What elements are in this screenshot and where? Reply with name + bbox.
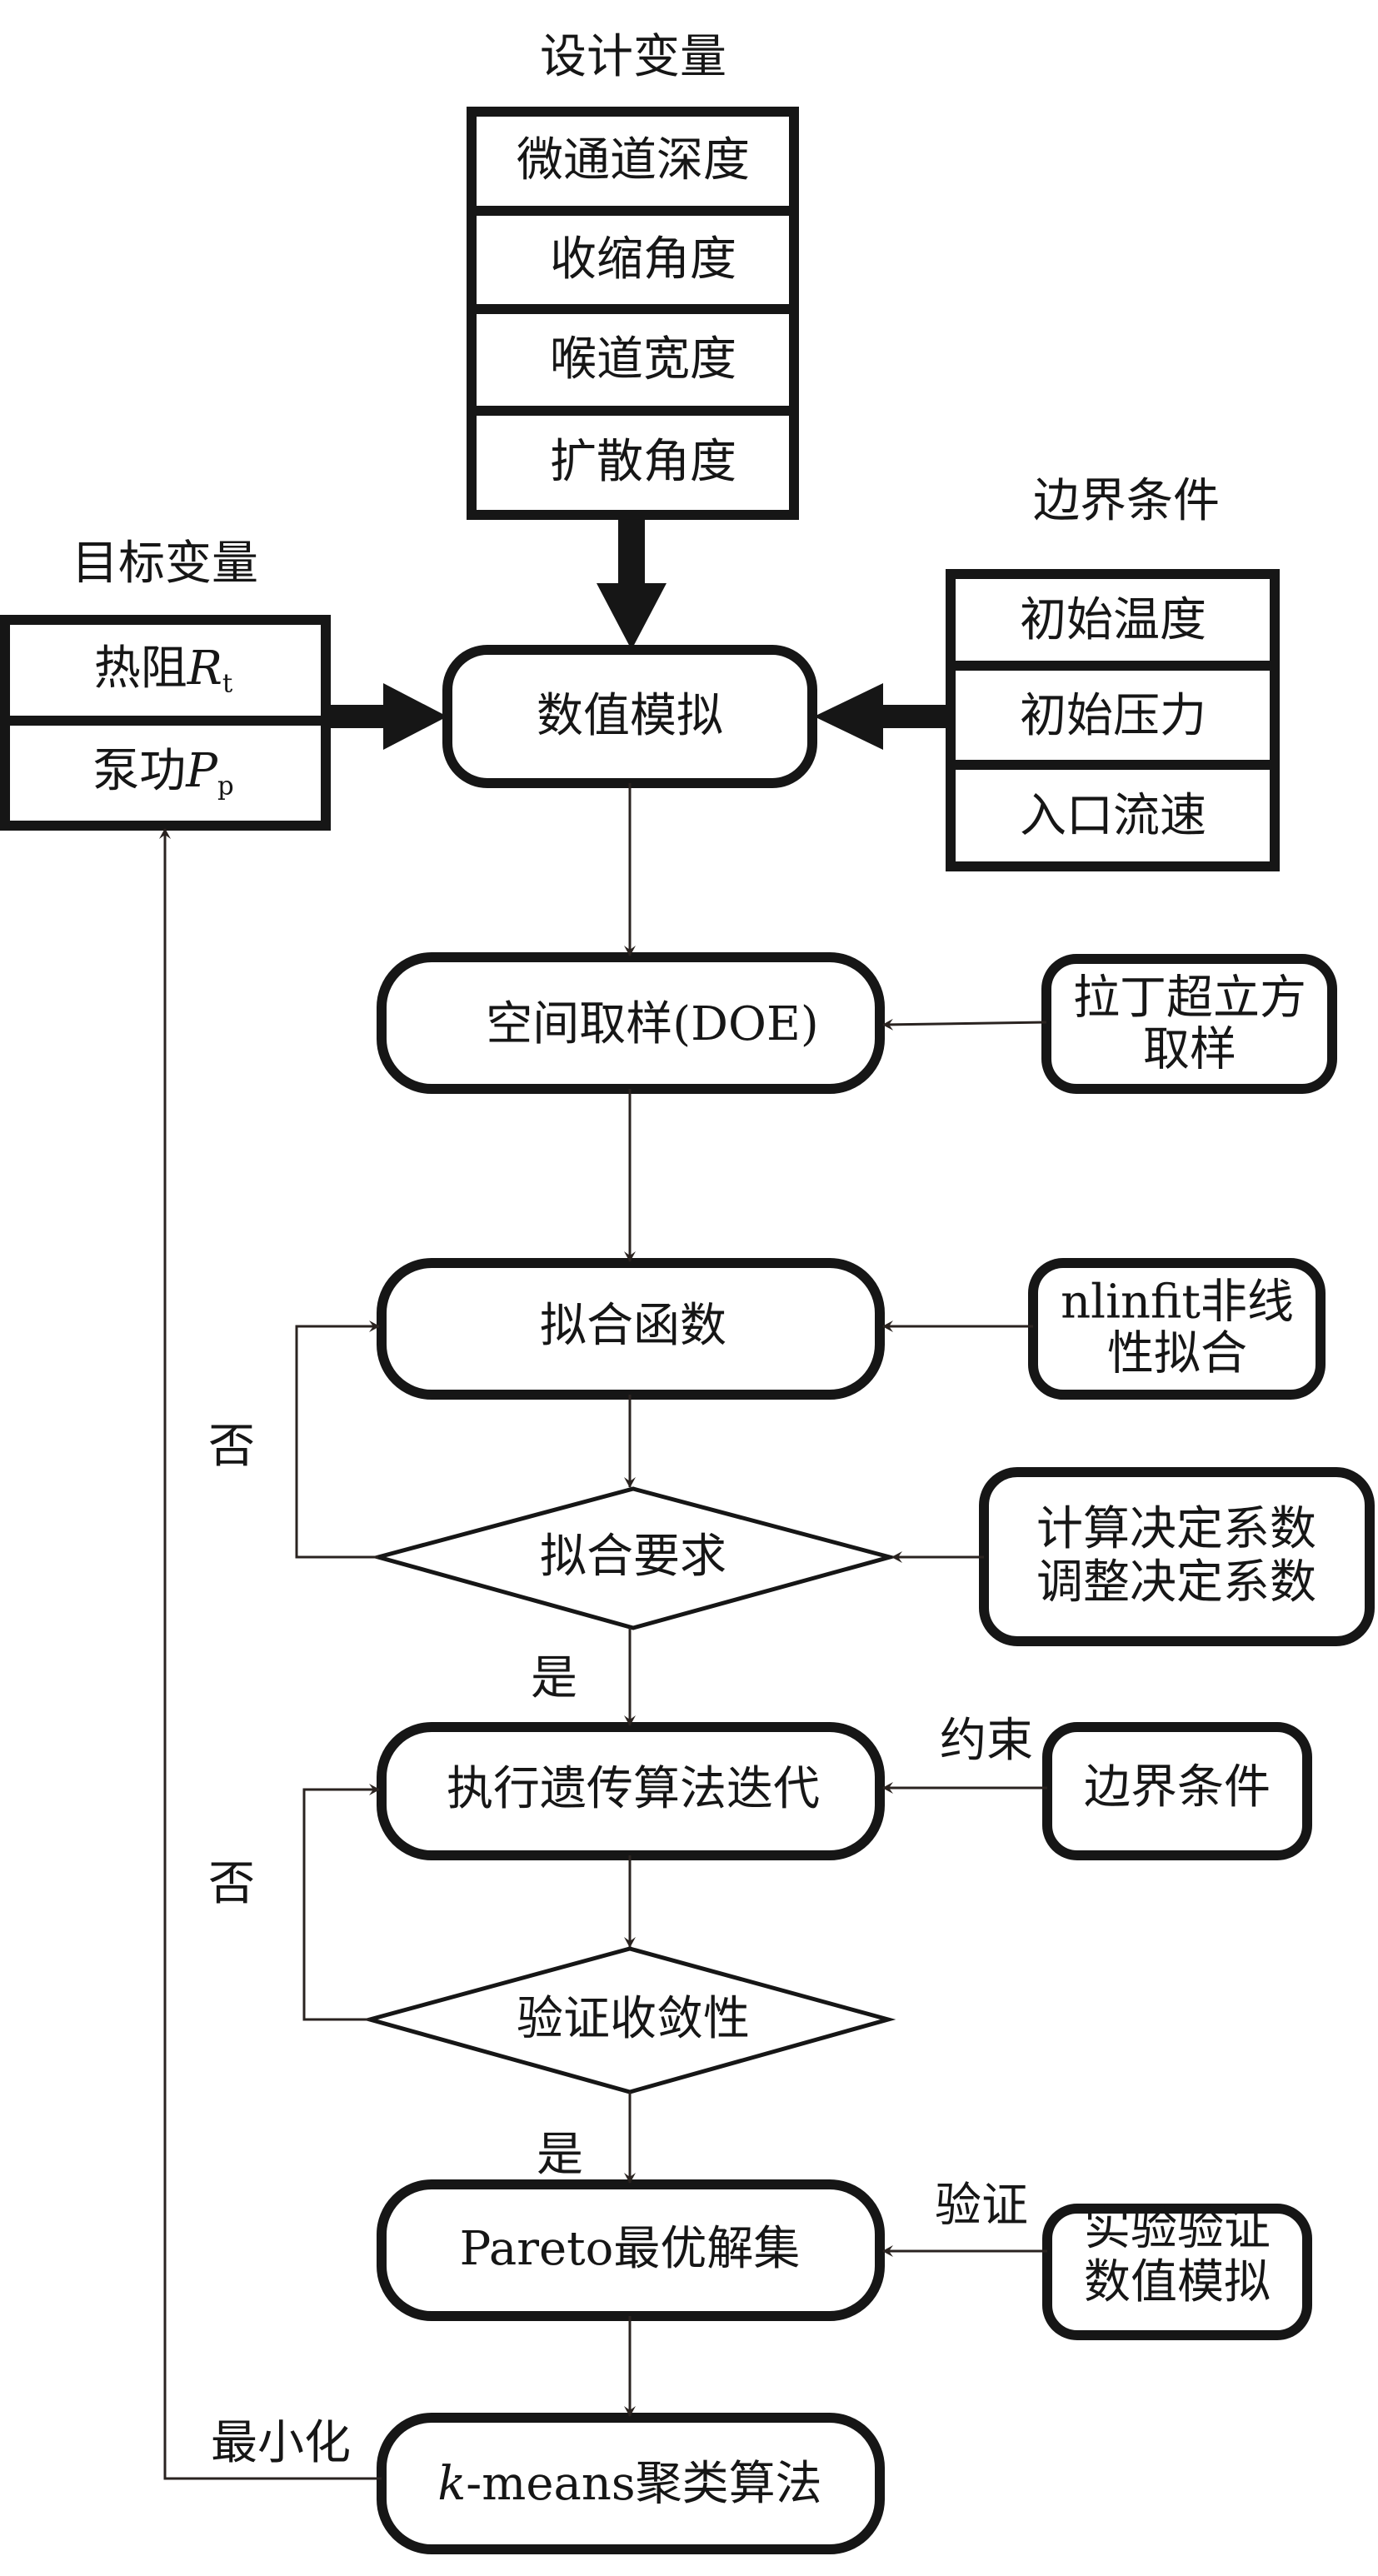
minimize-label: 最小化 [211,2415,351,2470]
design-variables-title: 设计变量 [540,29,726,84]
kmeans-node [377,2413,885,2554]
latin-hypercube-node [1041,954,1337,1094]
verification-node [1042,2204,1312,2340]
coefficient-label-1: 计算决定系数 [1036,1501,1316,1556]
no-label: 否 [208,1856,255,1911]
design-variable-item: 收缩角度 [550,232,736,287]
target-variable-item: 泵功Pp [92,744,234,801]
convergence-label: 验证收敛性 [517,1991,750,2046]
arrow-boundary-to-sim [814,683,951,750]
fit-requirement-label: 拟合要求 [540,1529,726,1584]
kmeans-label: k-means聚类算法 [437,2456,822,2511]
verification-label-1: 实验验证 [1084,2201,1271,2256]
arrow-design-to-sim [597,515,667,650]
constraint-boundary-node [1042,1722,1312,1860]
verification-label-2: 数值模拟 [1084,2254,1271,2309]
boundary-condition-item: 初始压力 [1020,688,1206,743]
arrow-target-to-sim [326,683,447,750]
target-variables-title: 目标变量 [72,536,258,591]
convergence-decision [362,1946,896,2094]
no-label: 否 [208,1419,255,1474]
doe-label: 空间取样(DOE) [486,996,819,1051]
nlinfit-label: nlinfit非线性拟合 [1061,1275,1294,1380]
fit-requirement-decision [370,1486,898,1630]
numerical-simulation-label: 数值模拟 [537,688,723,743]
boundary-conditions-title: 边界条件 [1033,473,1220,528]
nlinfit-node [1028,1258,1326,1400]
constraint-boundary-label: 边界条件 [1084,1760,1271,1815]
design-variable-item: 喉道宽度 [550,332,736,387]
yes-label: 是 [537,2127,583,2182]
yes-label: 是 [531,1650,577,1705]
connectors [159,783,1047,2480]
pareto-label: Pareto最优解集 [459,2221,801,2276]
verify-label: 验证 [935,2178,1028,2233]
boundary-condition-item: 入口流速 [1020,788,1206,843]
design-variable-item: 微通道深度 [517,132,750,187]
constraint-label: 约束 [940,1713,1033,1768]
design-variable-item: 扩散角度 [550,434,736,489]
coefficient-label-2: 调整决定系数 [1036,1555,1316,1610]
thick-arrows [326,515,951,750]
ga-iteration-label: 执行遗传算法迭代 [447,1761,820,1816]
latin-hypercube-label: 拉丁超立方取样 [1073,971,1306,1076]
fit-function-label: 拟合函数 [540,1298,726,1353]
target-variable-item: 热阻Rt [93,642,233,699]
boundary-condition-item: 初始温度 [1020,592,1206,647]
